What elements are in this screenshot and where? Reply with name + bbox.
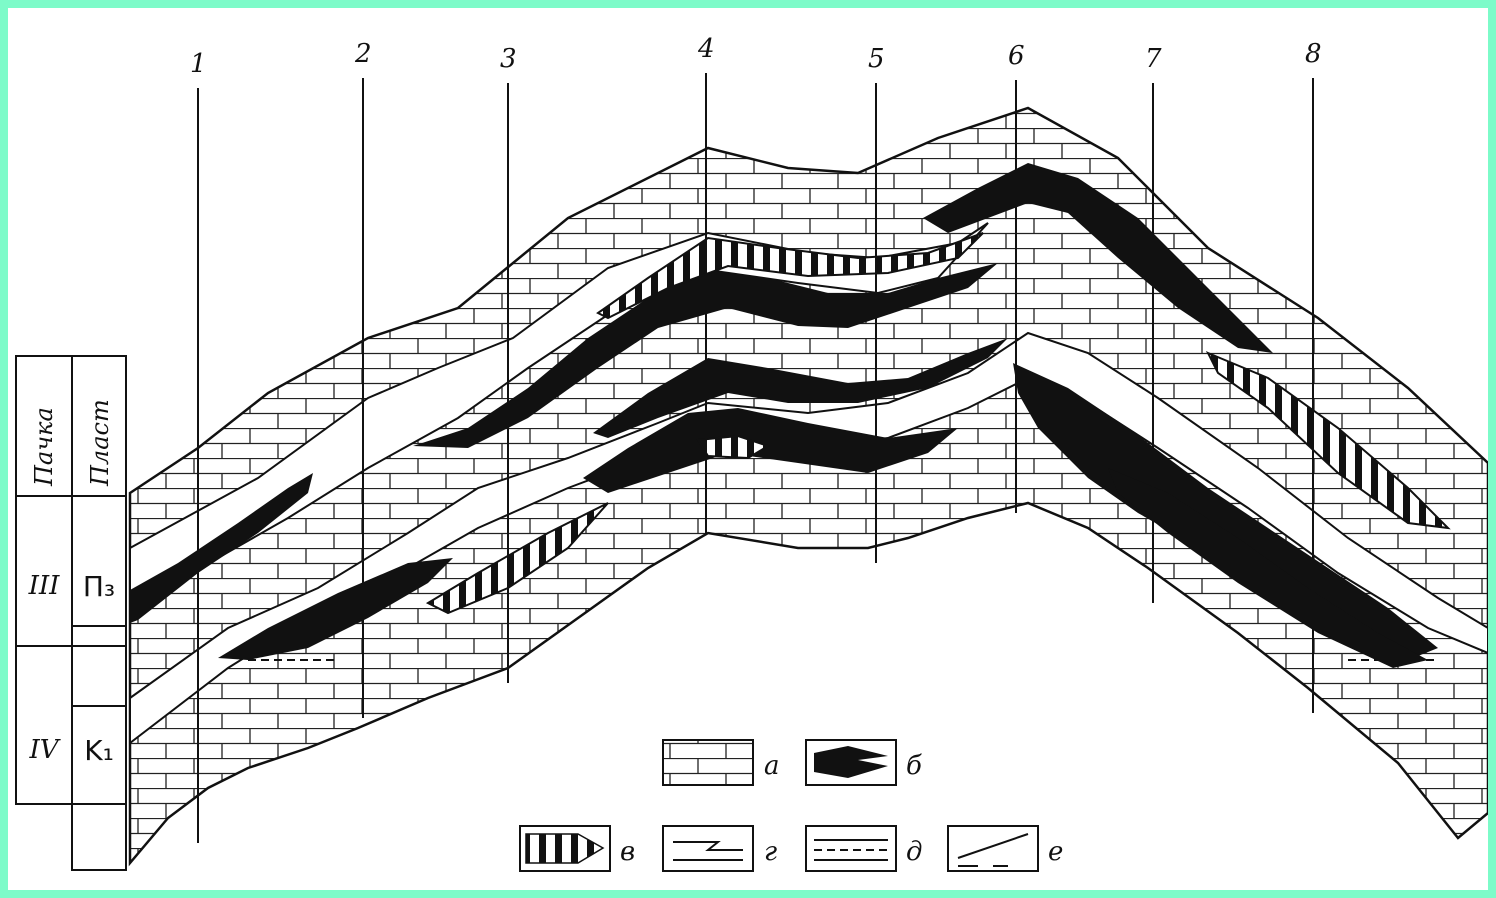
well-number-4: 4 <box>697 34 715 64</box>
well-number-8: 8 <box>1305 39 1322 69</box>
svg-text:е: е <box>1048 837 1063 867</box>
geologic-cross-section: 1 2 3 4 5 6 7 8 Пачка Пласт III П₃ IV K₁ а б <box>15 34 1488 872</box>
well-number-7: 7 <box>1145 44 1162 74</box>
well-number-3: 3 <box>500 44 517 74</box>
legend-item-g: г <box>662 825 777 872</box>
diagram-frame: 1 2 3 4 5 6 7 8 Пачка Пласт III П₃ IV K₁ а б <box>8 8 1488 890</box>
well-lines: 1 2 3 4 5 6 7 8 <box>190 34 1322 843</box>
svg-text:б: б <box>906 751 922 781</box>
svg-text:д: д <box>906 837 922 867</box>
legend-item-e: е <box>947 825 1063 872</box>
well-number-2: 2 <box>354 39 372 69</box>
legend-item-a: а <box>662 739 780 786</box>
col-head-plast: Пласт <box>86 399 114 487</box>
black-lenses <box>130 163 1438 668</box>
legend-item-b: б <box>805 739 922 786</box>
svg-text:в: в <box>620 837 635 867</box>
legend: а б в г д е <box>519 739 1063 872</box>
hatched-lenses <box>425 232 1451 615</box>
row-label-pachka-iii: III <box>28 571 61 601</box>
limestone-body <box>128 106 1488 867</box>
strat-column: Пачка Пласт III П₃ IV K₁ <box>15 355 127 871</box>
svg-text:г: г <box>764 837 777 867</box>
row-label-plast-k1: K₁ <box>84 734 114 767</box>
well-number-6: 6 <box>1008 41 1025 71</box>
legend-item-d: д <box>805 825 922 872</box>
col-head-pachka: Пачка <box>30 407 58 487</box>
well-number-5: 5 <box>868 44 885 74</box>
legend-item-v: в <box>519 825 635 872</box>
row-label-plast-p3: П₃ <box>83 570 115 603</box>
svg-text:а: а <box>764 751 780 781</box>
row-label-pachka-iv: IV <box>28 735 60 765</box>
well-number-1: 1 <box>190 49 207 79</box>
